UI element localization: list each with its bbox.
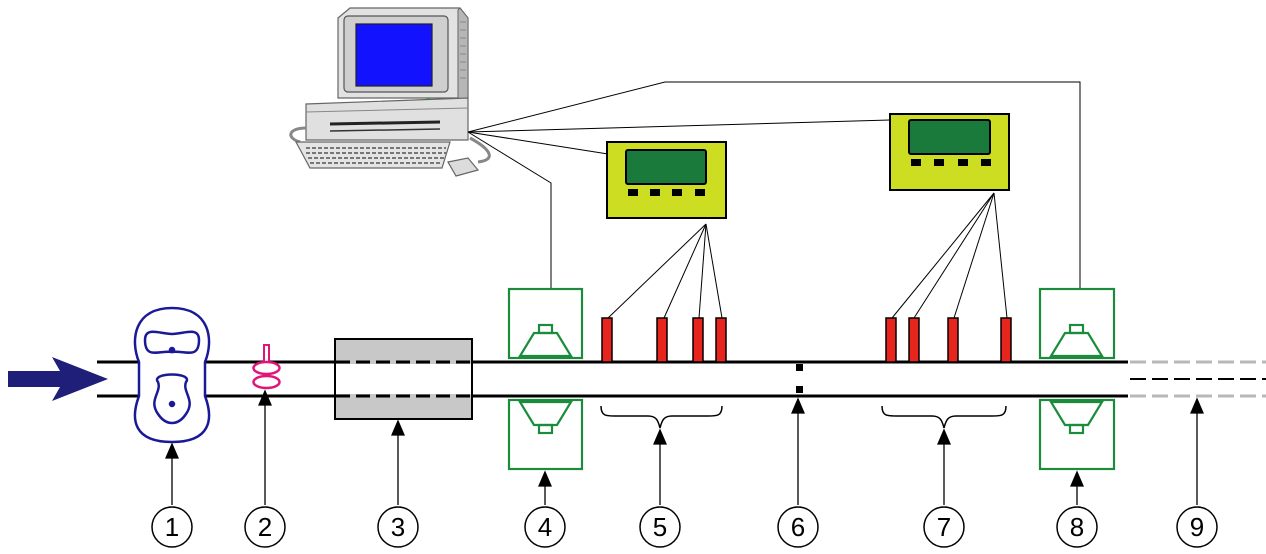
- callout-label: 7: [937, 512, 951, 542]
- transducer-array-upstream: [601, 317, 727, 363]
- desktop-computer-icon: [289, 7, 491, 177]
- transducer-array-downstream: [885, 317, 1012, 363]
- callout-label: 3: [391, 512, 405, 542]
- lobe-pump-icon: [133, 306, 211, 444]
- callout-label: 1: [165, 512, 179, 542]
- test-section-marker: [796, 364, 803, 393]
- analyzer-wires: [607, 192, 1008, 319]
- analyzer-unit-right-icon: [889, 113, 1010, 191]
- flow-direction-arrow-icon: [8, 357, 108, 401]
- brace-downstream: [881, 405, 1007, 429]
- callout-8: 8: [1056, 506, 1098, 548]
- callout-6: 6: [777, 506, 819, 548]
- callout-5: 5: [639, 506, 681, 548]
- computer-cables: [467, 81, 1081, 290]
- callout-label: 2: [258, 512, 272, 542]
- callout-2: 2: [244, 506, 286, 548]
- analyzer-unit-left-icon: [606, 141, 727, 219]
- callout-label: 4: [538, 512, 552, 542]
- callout-4: 4: [524, 506, 566, 548]
- loudspeaker-icon-downstream: [1038, 287, 1116, 471]
- brace-upstream: [600, 405, 723, 429]
- callout-label: 5: [653, 512, 667, 542]
- loudspeaker-icon-upstream: [507, 287, 584, 471]
- callout-label: 9: [1190, 512, 1204, 542]
- callout-label: 8: [1070, 512, 1084, 542]
- callout-3: 3: [377, 506, 419, 548]
- pipe-dashed-section: [1130, 360, 1266, 398]
- callout-label: 6: [791, 512, 805, 542]
- callout-7: 7: [923, 506, 965, 548]
- callout-9: 9: [1176, 506, 1218, 548]
- pipe: [97, 360, 1128, 398]
- filter-section: [334, 338, 473, 420]
- pipe-clamp-icon: [252, 344, 281, 390]
- callout-1: 1: [151, 506, 193, 548]
- pointer-arrows: [165, 389, 1204, 505]
